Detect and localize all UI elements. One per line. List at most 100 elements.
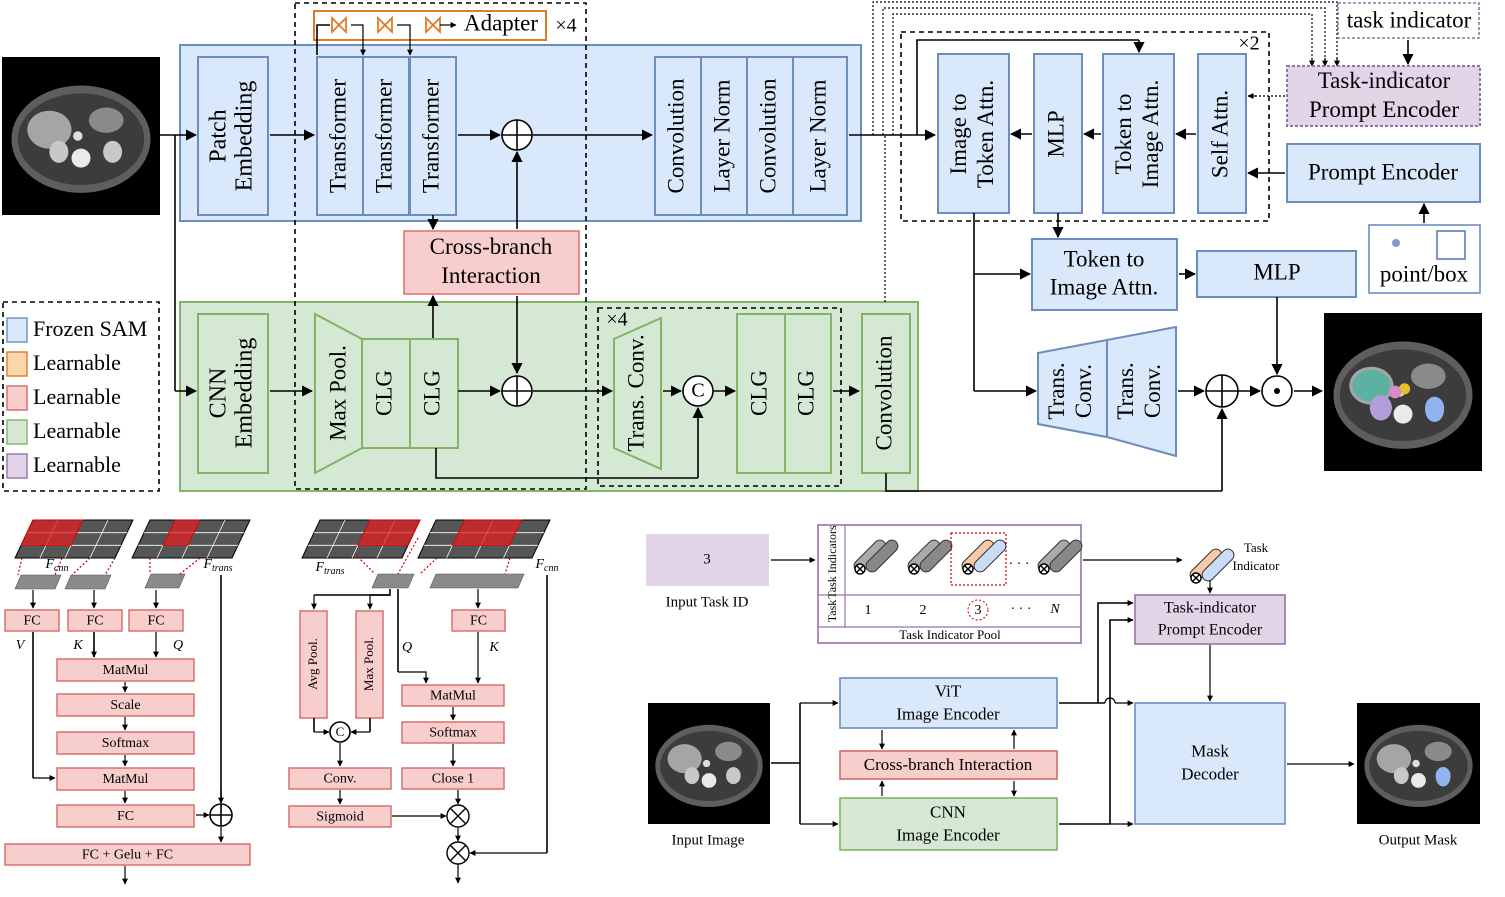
legend-swatch-2: [6, 351, 28, 377]
input-ct-image-kidney-l: [49, 140, 69, 163]
mask-decoder-label: Mask: [1191, 741, 1229, 760]
pool-ellipsis-2: · · ·: [1011, 602, 1032, 617]
legend-swatch-5: [6, 453, 28, 479]
clg-block-3: [736, 313, 786, 474]
output-mask-image-spine: [1393, 404, 1413, 424]
f-cnn-label-1: Fcnn: [44, 557, 68, 574]
box-icon: [1436, 230, 1466, 260]
cnn-encoder-block: [839, 797, 1058, 851]
legend-swatch-3: [6, 385, 28, 411]
self-attn-block: [1197, 53, 1247, 214]
close-block: [401, 767, 505, 790]
adapter-icon-2: [377, 15, 387, 35]
cnn-embedding-label: CNN: [206, 368, 232, 419]
multiply-node-2-b: [449, 844, 467, 862]
adapter-icon-3: [425, 15, 435, 35]
selected-number-circle: [967, 599, 989, 621]
mlp2-label: MLP: [1253, 259, 1300, 284]
mlp2-block: [1196, 250, 1357, 298]
max-pool-block-2: [355, 610, 384, 719]
pool-number-1: 1: [865, 603, 872, 618]
rect: [403, 230, 580, 295]
legend-label-4: Learnable: [33, 418, 121, 443]
max-pool-label-2: Max Pool.: [361, 637, 376, 691]
input-image-small-organ: [715, 741, 742, 762]
task-indicator-label: task indicator: [1347, 7, 1472, 32]
q-label-2: Q: [402, 640, 412, 655]
point-box-label: point/box: [1380, 261, 1469, 286]
output-mask-image-mask-kl: [1369, 395, 1392, 421]
neck-label-1: Convolution: [663, 78, 688, 194]
patch-trans: [144, 573, 186, 589]
red-dot-4: [104, 557, 116, 576]
softmax-2: [401, 721, 505, 744]
concat-node-label: C: [691, 380, 704, 402]
task-prompt-encoder-label: Task-indicator: [1318, 68, 1451, 93]
task-prompt-encoder-label: Prompt Encoder: [1309, 97, 1459, 122]
output-mask-image-mask-liver: [1352, 369, 1391, 402]
output-mask-image-mask-kr: [1425, 396, 1445, 423]
q-to-matmul-2: [398, 671, 429, 684]
vit-encoder-label: ViT: [935, 681, 962, 700]
image-to-token-label: Image to: [946, 93, 971, 174]
fc-q-label: FC: [147, 614, 164, 629]
input-image-small-kidney-l: [684, 767, 700, 785]
adapter-icon-b-2: [383, 15, 393, 35]
red-dot-1: [17, 557, 23, 576]
repeat-x4-label: ×4: [606, 309, 627, 331]
neck-label-4: Layer Norm: [805, 79, 830, 192]
v-label: V: [16, 638, 26, 653]
legend-swatch-4: [6, 419, 28, 445]
k-label-2: K: [488, 640, 499, 655]
point-icon: [1392, 239, 1400, 247]
trans-conv-out-label-1: Conv.: [1071, 364, 1096, 418]
clg-block-1: [361, 338, 411, 449]
output-mask-small-organ: [1424, 741, 1452, 762]
matmul-2-label: MatMul: [103, 772, 149, 787]
output-mask-small-liver: [1376, 744, 1412, 774]
input-image-label: Input Image: [672, 832, 745, 848]
feature-map-trans-2-highlight: [357, 519, 421, 546]
red-dot-10: [504, 557, 511, 575]
dotted-top-1: [872, 1, 1338, 135]
selected-token-frame: [950, 532, 1007, 586]
matmul-2: [56, 767, 195, 791]
legend-label-2: Learnable: [33, 350, 121, 375]
red-dot-2: [54, 557, 63, 576]
token-1-x-b: [856, 565, 864, 573]
legend-label-5: Learnable: [33, 452, 121, 477]
f-trans-label-2: Ftrans: [314, 560, 344, 577]
cnn-output-line: [885, 473, 1222, 492]
input-ct-image-spine: [71, 148, 91, 168]
trans-conv-out-label-2: Trans.: [1113, 362, 1138, 419]
input-ct-image-vessel: [73, 131, 83, 141]
matmul-1: [56, 658, 195, 682]
task-prompt-encoder-bottom-label: Task-indicator: [1164, 600, 1257, 617]
adapter-region-dashed: [294, 2, 587, 490]
trans-conv-out-2: [1106, 325, 1177, 458]
input-ct-image-kidney-r: [103, 140, 123, 163]
neck-block-2: [700, 56, 748, 216]
trans-conv-block: [613, 316, 662, 471]
feature-map-cnn-highlight: [20, 519, 84, 546]
patch-cnn-1: [14, 574, 62, 590]
k-label: K: [72, 638, 83, 653]
f-cnn-label-2: Fcnn: [534, 557, 558, 574]
output-mask-label: Output Mask: [1379, 832, 1458, 848]
fc-k-label: FC: [86, 614, 103, 629]
adapter-icon-b-1: [337, 15, 347, 35]
scale-block: [56, 693, 195, 717]
legend-label-3: Learnable: [33, 384, 121, 409]
task-vertical: Task: [825, 600, 839, 623]
self-attn-label: Self Attn.: [1207, 90, 1232, 178]
close-block-label: Close 1: [432, 772, 474, 787]
multiply-node-1-b: [449, 807, 467, 825]
fc-q: [128, 609, 184, 632]
fc-out: [56, 804, 195, 828]
cnn-up-to-prompt: [1109, 619, 1133, 824]
legend-swatch-1: [6, 317, 28, 343]
token-to-image-label: Token to: [1111, 94, 1136, 175]
